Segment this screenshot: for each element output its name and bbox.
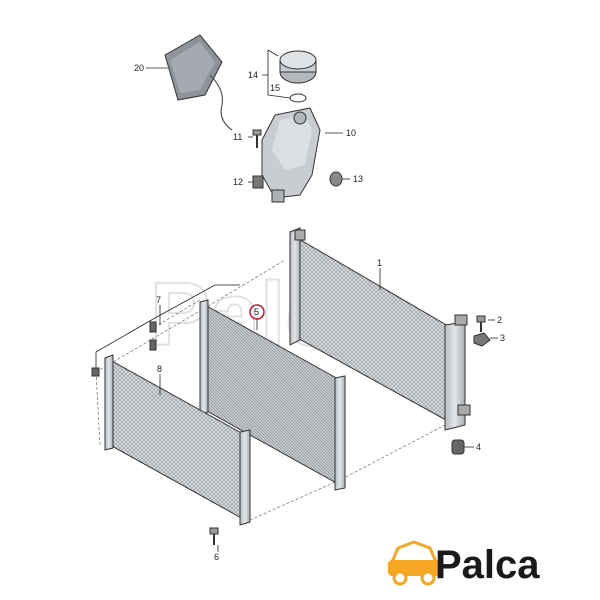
callout-5: 5 bbox=[254, 307, 259, 317]
callout-20: 20 bbox=[134, 63, 144, 73]
part-8-aux-cooler bbox=[104, 354, 251, 526]
part-10-expansion-tank bbox=[261, 107, 321, 203]
callout-3: 3 bbox=[500, 333, 505, 343]
callout-8: 8 bbox=[157, 364, 162, 374]
callout-15: 15 bbox=[270, 83, 280, 93]
callout-2: 2 bbox=[497, 315, 502, 325]
callout-1: 1 bbox=[377, 258, 382, 268]
callout-4: 4 bbox=[476, 442, 481, 452]
part-12-grommet bbox=[252, 175, 264, 189]
part-13-grommet bbox=[329, 171, 343, 187]
callout-12: 12 bbox=[233, 177, 243, 187]
part-11-bolt bbox=[252, 129, 262, 148]
part-1-radiator bbox=[289, 227, 471, 431]
part-6-bolt bbox=[209, 527, 219, 545]
callout-11: 11 bbox=[233, 132, 242, 142]
part-5-condenser bbox=[199, 299, 346, 491]
palca-logo: Palca bbox=[388, 540, 540, 587]
part-2-bolt bbox=[476, 315, 486, 332]
part-15-o-ring bbox=[289, 93, 307, 103]
callout-13: 13 bbox=[353, 174, 363, 184]
part-3-nut bbox=[473, 332, 491, 347]
part-14-cap bbox=[279, 50, 317, 84]
leader-lines bbox=[146, 49, 498, 552]
car-icon bbox=[388, 540, 440, 586]
callout-10: 10 bbox=[346, 128, 356, 138]
assembly-lines bbox=[95, 259, 446, 521]
part-7-bracket bbox=[91, 284, 240, 377]
callout-6: 6 bbox=[214, 552, 219, 562]
part-20-reservoir-bag bbox=[164, 34, 233, 131]
palca-logo-text: Palca bbox=[435, 543, 540, 587]
callout-14: 14 bbox=[248, 70, 258, 80]
callout-7: 7 bbox=[156, 295, 161, 305]
callout-5-highlight-ring bbox=[249, 304, 265, 320]
part-4-mount bbox=[451, 439, 465, 455]
callouts: 20 14 15 11 10 12 13 1 2 3 4 7 8 6 5 bbox=[134, 63, 505, 562]
